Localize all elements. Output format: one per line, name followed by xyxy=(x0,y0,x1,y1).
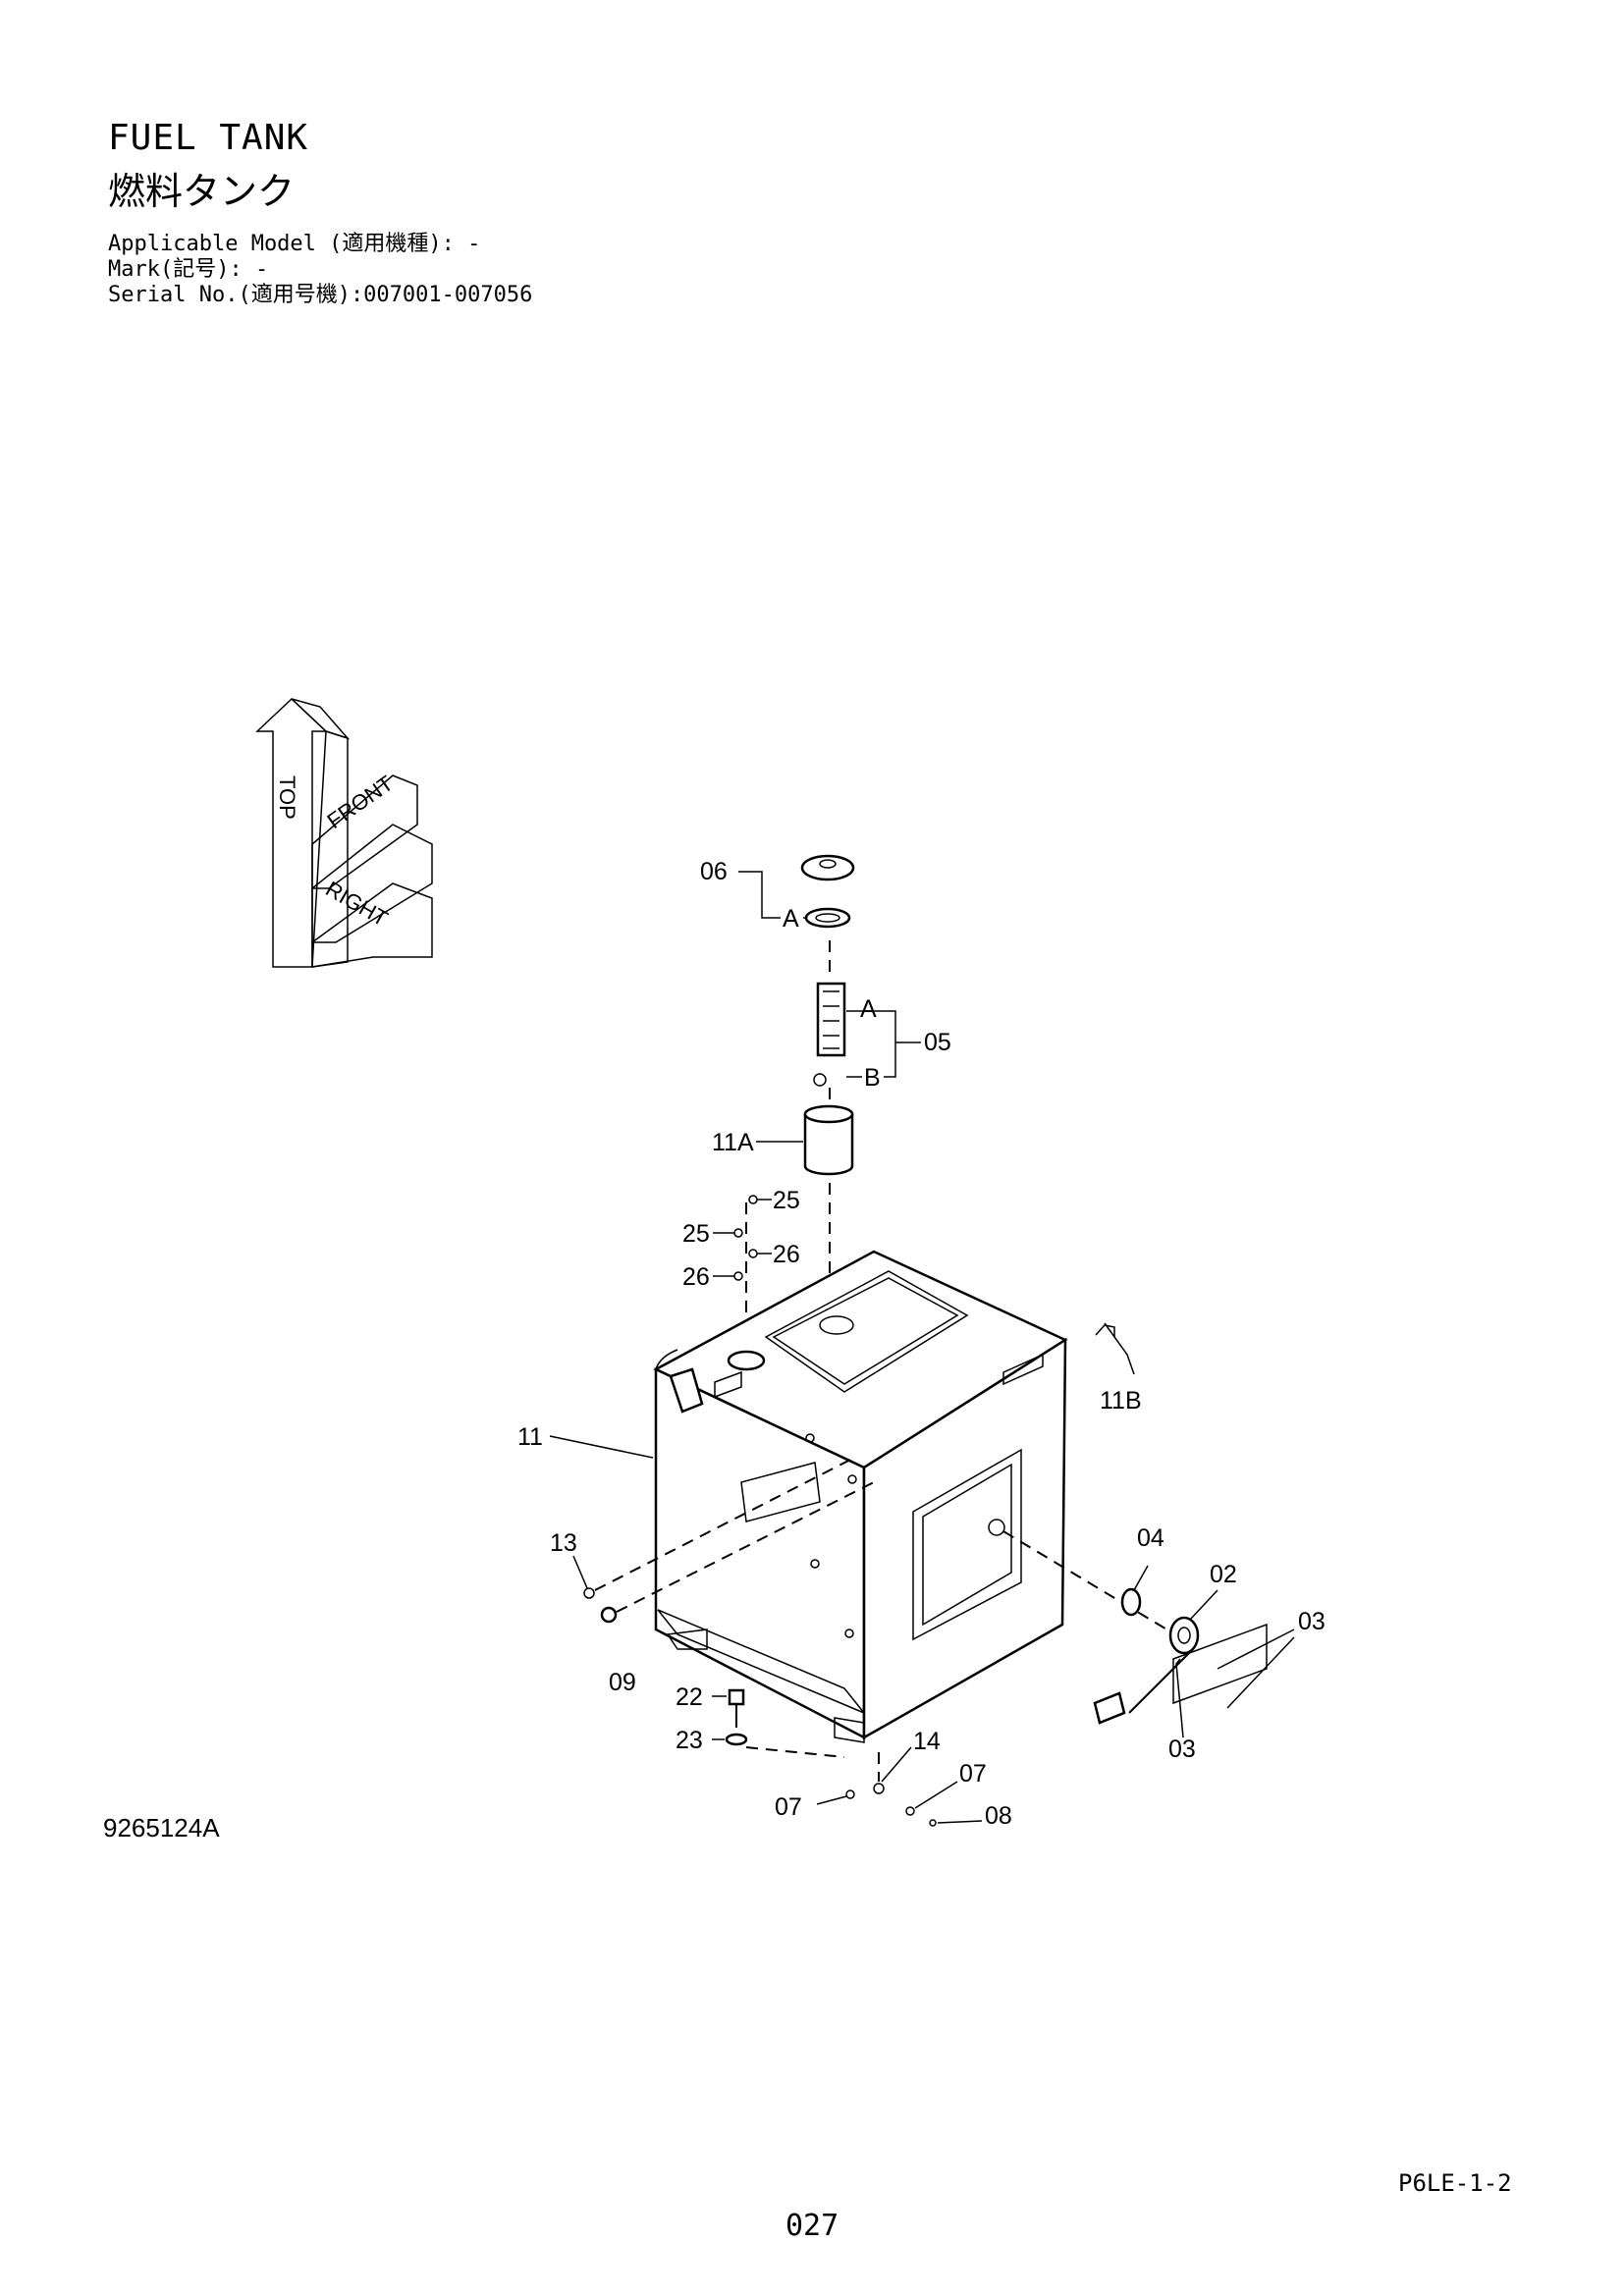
strainer xyxy=(813,982,846,1087)
orient-right-label: RIGHT xyxy=(322,877,393,932)
orient-front-label: FRONT xyxy=(323,771,398,833)
filler-neck xyxy=(803,1104,854,1176)
callout-a-mid: A xyxy=(860,995,877,1023)
callout-23: 23 xyxy=(676,1727,703,1754)
page-title: FUEL TANK xyxy=(108,118,309,158)
callout-26-lower: 26 xyxy=(682,1263,710,1291)
callout-11: 11 xyxy=(517,1423,543,1451)
callout-26-upper: 26 xyxy=(773,1241,800,1268)
callout-02: 02 xyxy=(1210,1561,1237,1588)
callout-11a: 11A xyxy=(712,1129,754,1156)
callout-06: 06 xyxy=(700,858,728,885)
callout-03-right: 03 xyxy=(1298,1608,1326,1635)
callout-22: 22 xyxy=(676,1683,703,1711)
callout-08: 08 xyxy=(985,1802,1012,1830)
page-title-japanese: 燃料タンク xyxy=(108,170,296,213)
fuel-tank-body xyxy=(653,1250,1115,1743)
fuel-cap xyxy=(800,854,855,929)
applicable-model: Applicable Model (適用機種): - xyxy=(108,232,481,256)
callout-25-upper: 25 xyxy=(773,1187,800,1214)
mark: Mark(記号): - xyxy=(108,257,269,282)
callout-09: 09 xyxy=(609,1669,636,1696)
callout-25-lower: 25 xyxy=(682,1220,710,1248)
page-code: P6LE-1-2 xyxy=(1398,2169,1512,2197)
orient-top-label: TOP xyxy=(275,775,299,820)
callout-04: 04 xyxy=(1137,1524,1164,1552)
callout-b: B xyxy=(864,1064,881,1092)
page-number: 027 xyxy=(785,2209,839,2243)
mount-bolt xyxy=(725,1688,748,1746)
orientation-indicator: TOP FRONT RIGHT xyxy=(255,697,433,968)
callout-14: 14 xyxy=(913,1728,941,1755)
callout-13: 13 xyxy=(550,1529,577,1557)
drain-valve xyxy=(1093,1587,1268,1725)
callout-03-bottom: 03 xyxy=(1168,1735,1196,1763)
callout-07-right: 07 xyxy=(959,1760,987,1788)
diagram-id: 9265124A xyxy=(103,1813,220,1842)
serial-number: Serial No.(適用号機):007001-007056 xyxy=(108,283,533,307)
callout-a-top: A xyxy=(783,905,799,933)
callout-05: 05 xyxy=(924,1029,951,1056)
callout-07-left: 07 xyxy=(775,1793,802,1821)
callout-11b: 11B xyxy=(1100,1387,1142,1415)
